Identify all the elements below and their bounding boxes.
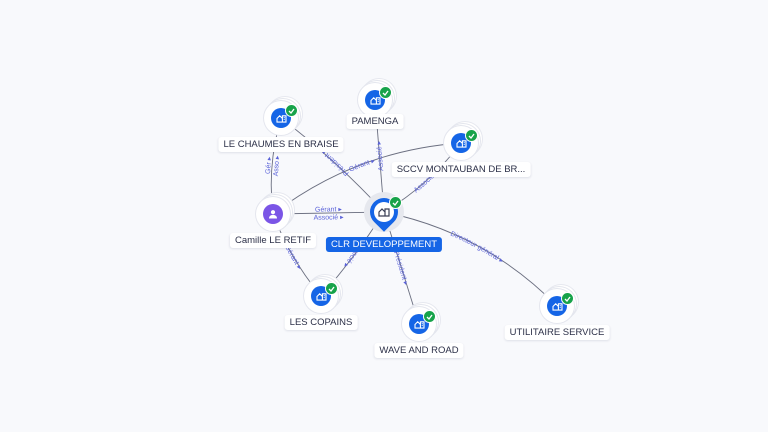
node-label: UTILITAIRE SERVICE xyxy=(504,325,610,340)
edge-label: Associé ▸ xyxy=(376,140,385,171)
person-icon xyxy=(263,204,283,224)
edge-label: Président ▸ xyxy=(392,250,409,286)
node-label: LE CHAUMES EN BRAISE xyxy=(218,137,344,152)
verified-check-icon xyxy=(389,196,402,209)
node-label: PAMENGA xyxy=(346,114,404,129)
building-icon xyxy=(374,202,394,222)
edge-label: Gérant ▸ xyxy=(283,244,303,271)
edge-camille-sccv xyxy=(272,142,462,215)
edge-label: Asso ▸ xyxy=(273,155,282,177)
edge-label: Gérant ▸ xyxy=(348,157,376,173)
node-label: Camille LE RETIF xyxy=(229,233,317,248)
edge-label: Directeur général ▸ xyxy=(449,231,505,266)
verified-check-icon xyxy=(423,310,436,323)
node-label: LES COPAINS xyxy=(284,315,358,330)
verified-check-icon xyxy=(325,282,338,295)
verified-check-icon xyxy=(379,86,392,99)
node-label: WAVE AND ROAD xyxy=(374,343,464,358)
node-label: SCCV MONTAUBAN DE BR... xyxy=(391,162,531,177)
edge-label: Gérant ▸ xyxy=(315,206,343,213)
edge-label: Associé ▸ xyxy=(314,214,345,222)
edge-main-utilitaire xyxy=(383,211,558,307)
edge-label: Gér ▸ xyxy=(265,156,273,174)
main-node-label: CLR DEVELOPPEMENT xyxy=(325,237,443,252)
verified-check-icon xyxy=(561,292,574,305)
verified-check-icon xyxy=(285,104,298,117)
verified-check-icon xyxy=(465,129,478,142)
